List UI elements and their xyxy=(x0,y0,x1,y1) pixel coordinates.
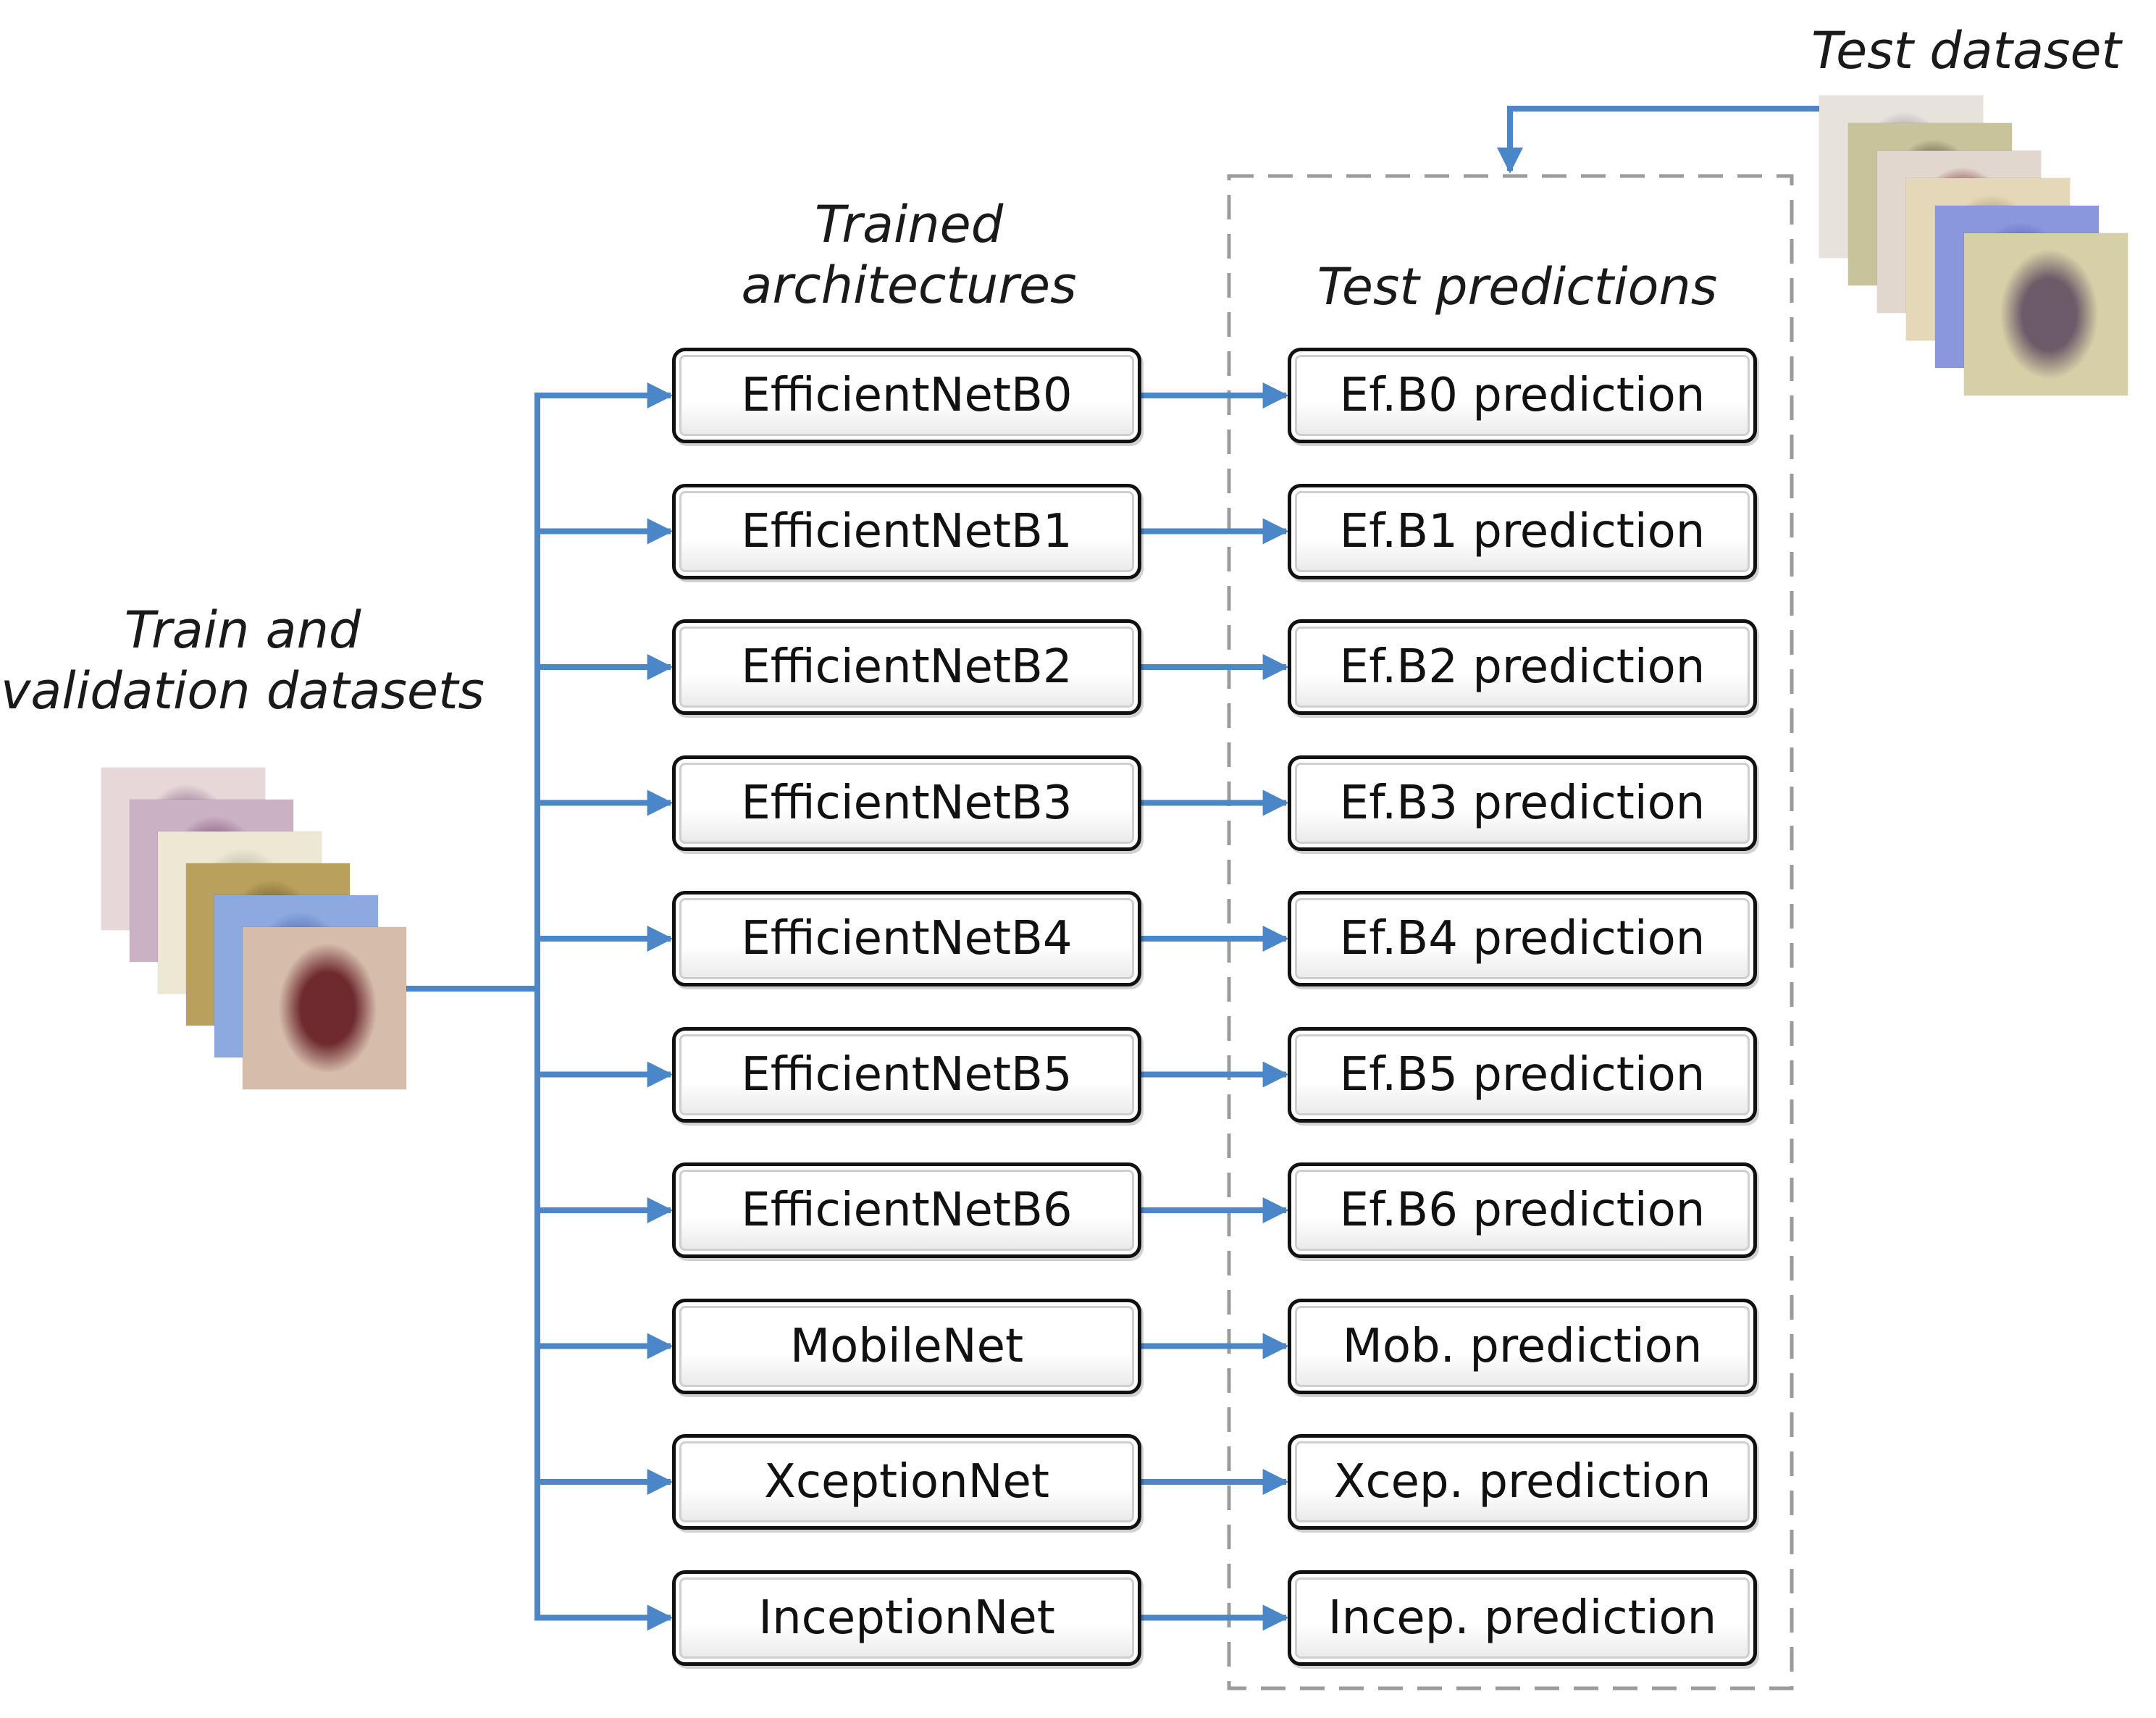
prediction-box-7: Ef.B6 prediction xyxy=(1288,1162,1757,1258)
test-predictions-label: Test predictions xyxy=(1317,257,1718,317)
train-label-line2: validation datasets xyxy=(0,661,485,721)
arch-box-efficientnetb5: EfficientNetB5 xyxy=(672,1026,1141,1123)
prediction-box-2: Ef.B1 prediction xyxy=(1288,483,1757,579)
arch-box-efficientnetb3: EfficientNetB3 xyxy=(672,755,1141,851)
prediction-box-4: Ef.B3 prediction xyxy=(1288,755,1757,851)
trained-architectures-label: Trained architectures xyxy=(681,194,1137,316)
test-image-6 xyxy=(1964,233,2128,395)
prediction-box-3: Ef.B2 prediction xyxy=(1288,619,1757,715)
arch-box-efficientnetb6: EfficientNetB6 xyxy=(672,1162,1141,1258)
train-label: Train and validation datasets xyxy=(0,600,485,721)
prediction-box-5: Ef.B4 prediction xyxy=(1288,891,1757,986)
arch-box-efficientnetb0: EfficientNetB0 xyxy=(672,348,1141,443)
arch-box-efficientnetb1: EfficientNetB1 xyxy=(672,483,1141,579)
prediction-box-1: Ef.B0 prediction xyxy=(1288,348,1757,443)
arch-box-mobilenet: MobileNet xyxy=(672,1298,1141,1394)
test-dataset-arrow xyxy=(1497,106,1819,174)
arch-box-efficientnetb4: EfficientNetB4 xyxy=(672,891,1141,986)
train-image-6 xyxy=(243,927,406,1089)
test-group-dashed-border xyxy=(1227,174,1794,1690)
prediction-box-9: Xcep. prediction xyxy=(1288,1434,1757,1530)
test-dataset-label: Test dataset xyxy=(1811,21,2121,80)
prediction-box-10: Incep. prediction xyxy=(1288,1570,1757,1666)
trained-label-line1: Trained xyxy=(814,195,1004,254)
prediction-box-6: Ef.B5 prediction xyxy=(1288,1026,1757,1123)
trained-label-line2: architectures xyxy=(741,256,1077,315)
arch-box-efficientnetb2: EfficientNetB2 xyxy=(672,619,1141,715)
arch-box-xceptionnet: XceptionNet xyxy=(672,1434,1141,1530)
train-label-line1: Train and xyxy=(124,600,361,660)
prediction-box-8: Mob. prediction xyxy=(1288,1298,1757,1394)
arch-box-inceptionnet: InceptionNet xyxy=(672,1570,1141,1666)
